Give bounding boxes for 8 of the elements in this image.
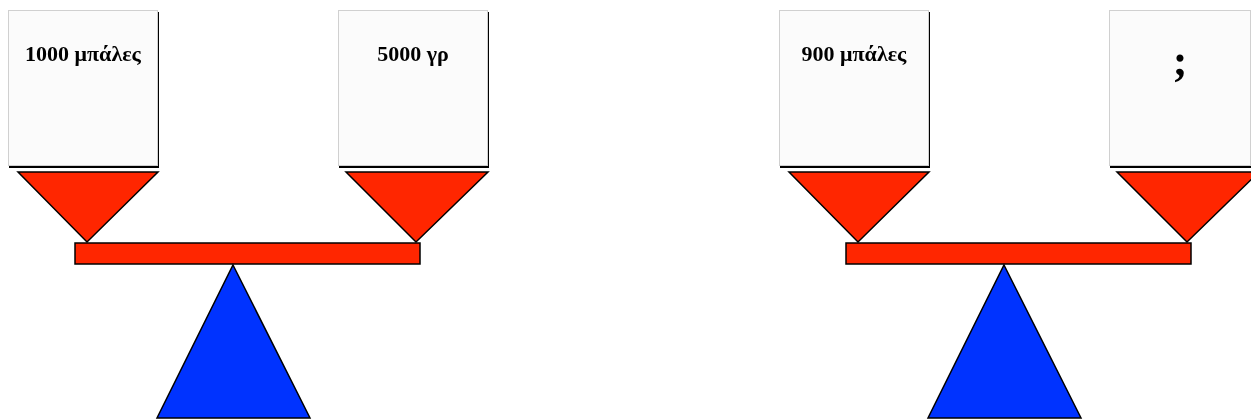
weight-card bbox=[338, 10, 488, 166]
weight-card bbox=[8, 10, 158, 166]
weight-label: 5000 γρ bbox=[376, 40, 450, 68]
weight-card bbox=[1109, 10, 1251, 166]
weight-card bbox=[779, 10, 929, 166]
weight-label: 1000 μπάλες bbox=[24, 40, 142, 68]
weight-label: 900 μπάλες bbox=[800, 40, 908, 68]
weight-label: ; bbox=[1172, 39, 1188, 83]
